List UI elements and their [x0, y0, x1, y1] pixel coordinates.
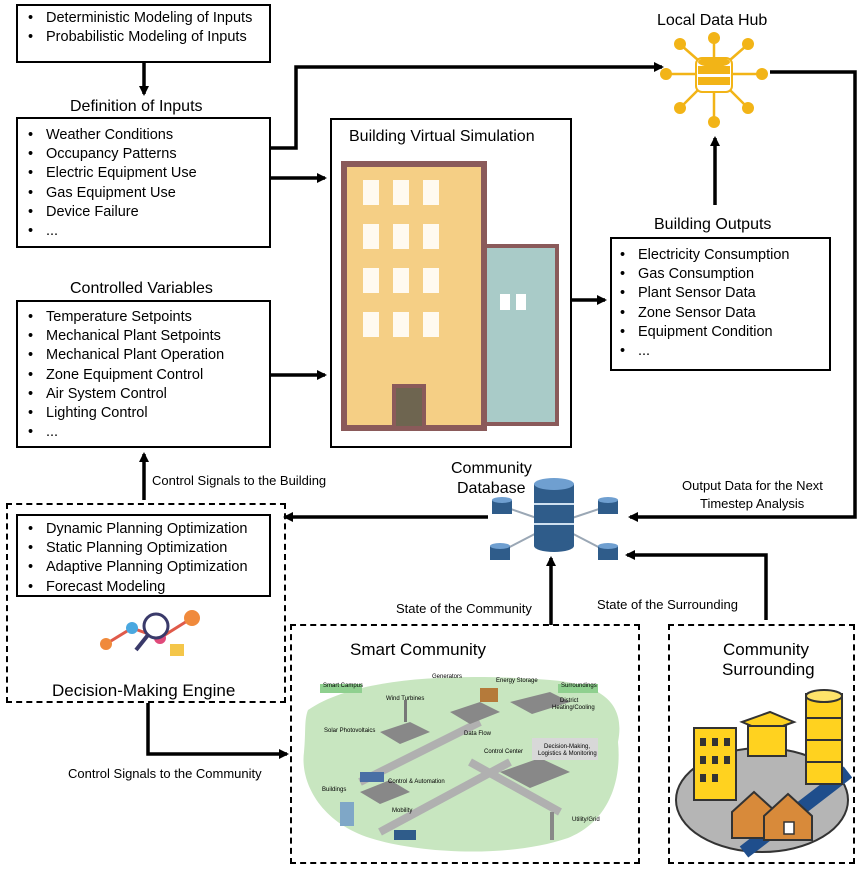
label-output-next-2: Timestep Analysis — [700, 496, 805, 511]
outputs-item: Equipment Condition — [620, 323, 829, 342]
label-storage: Energy Storage — [496, 678, 538, 684]
label-control-auto: Control & Automation — [388, 779, 445, 785]
inputs-box: Weather Conditions Occupancy Patterns El… — [16, 117, 271, 248]
engine-item: Dynamic Planning Optimization — [28, 520, 269, 539]
arrow-surrounding-to-db — [625, 550, 768, 620]
decision-engine-box — [6, 503, 286, 703]
engine-methods-box: Dynamic Planning Optimization Static Pla… — [16, 514, 271, 597]
analytics-icon — [100, 610, 200, 656]
label-wind: Wind Turbines — [386, 696, 425, 702]
arrow-inputs-to-hub — [270, 62, 664, 150]
outputs-box: Electricity Consumption Gas Consumption … — [610, 237, 831, 371]
smart-community-box — [290, 624, 640, 864]
cylinder-main — [534, 478, 574, 552]
inputs-item: Weather Conditions — [28, 126, 269, 145]
controlled-item: Lighting Control — [28, 404, 269, 423]
label-generators: Generators — [432, 674, 463, 680]
arrow-engine-to-smart — [146, 703, 289, 759]
controlled-item: Air System Control — [28, 385, 269, 404]
community-database-icon — [490, 478, 618, 560]
engine-item: Adaptive Planning Optimization — [28, 558, 269, 577]
inputs-item: Device Failure — [28, 203, 269, 222]
arrow-hub-to-community-db — [628, 70, 857, 522]
label-control-community: Control Signals to the Community — [68, 766, 262, 781]
smart-tag-right: Surroundings — [561, 683, 597, 689]
smart-community-illustration — [303, 677, 620, 852]
label-solar: Solar Photovoltaics — [324, 728, 376, 734]
modeling-item-probabilistic: Probabilistic Modeling of Inputs — [28, 28, 269, 47]
label-control-building: Control Signals to the Building — [152, 473, 327, 488]
smart-community-title: Smart Community — [350, 640, 487, 659]
label-state-community: State of the Community — [396, 601, 532, 616]
surrounding-illustration — [675, 689, 852, 858]
modeling-item-deterministic: Deterministic Modeling of Inputs — [28, 9, 256, 28]
controlled-item: Mechanical Plant Operation — [28, 346, 269, 365]
building-illustration — [341, 161, 559, 431]
inputs-title: Definition of Inputs — [70, 98, 203, 115]
surrounding-title-2: Surrounding — [722, 660, 815, 679]
inputs-item: ... — [28, 222, 269, 241]
label-district-2: Heating/Cooling — [552, 705, 595, 711]
label-control: Control Center — [484, 749, 524, 755]
community-db-title-2: Database — [457, 480, 526, 497]
outputs-item: Plant Sensor Data — [620, 284, 829, 303]
outputs-item: Electricity Consumption — [620, 246, 829, 265]
outputs-item: Zone Sensor Data — [620, 304, 829, 323]
engine-item: Static Planning Optimization — [28, 539, 269, 558]
controlled-title: Controlled Variables — [70, 280, 213, 297]
label-buildings: Buildings — [322, 787, 347, 793]
controlled-item: Mechanical Plant Setpoints — [28, 327, 269, 346]
hub-title: Local Data Hub — [657, 12, 768, 29]
label-district-1: District — [560, 698, 579, 704]
controlled-item: Temperature Setpoints — [28, 308, 269, 327]
modeling-box: Deterministic Modeling of Inputs Probabi… — [16, 4, 271, 63]
inputs-item: Occupancy Patterns — [28, 145, 269, 164]
controlled-item: ... — [28, 423, 269, 442]
label-state-surrounding: State of the Surrounding — [597, 597, 738, 612]
label-mobility: Mobility — [392, 808, 413, 814]
engine-title: Decision-Making Engine — [52, 681, 236, 700]
label-utility: Utility/Grid — [572, 817, 600, 823]
engine-item: Forecast Modeling — [28, 578, 269, 597]
label-data-flow: Data Flow — [464, 731, 492, 737]
smart-tag-left: Smart Campus — [323, 683, 364, 689]
outputs-title: Building Outputs — [654, 216, 772, 233]
data-hub-icon — [660, 32, 768, 128]
community-db-title-1: Community — [451, 460, 532, 477]
inputs-item: Gas Equipment Use — [28, 184, 269, 203]
surrounding-title-1: Community — [723, 640, 809, 659]
community-surrounding-box — [668, 624, 855, 864]
label-decision-1: Decision-Making, — [544, 744, 591, 750]
outputs-item: ... — [620, 342, 829, 361]
label-decision-2: Logistics & Monitoring — [538, 751, 597, 757]
controlled-box: Temperature Setpoints Mechanical Plant S… — [16, 300, 271, 448]
label-output-next-1: Output Data for the Next — [682, 478, 823, 493]
simulation-title: Building Virtual Simulation — [349, 128, 535, 145]
controlled-item: Zone Equipment Control — [28, 366, 269, 385]
inputs-item: Electric Equipment Use — [28, 164, 269, 183]
outputs-item: Gas Consumption — [620, 265, 829, 284]
